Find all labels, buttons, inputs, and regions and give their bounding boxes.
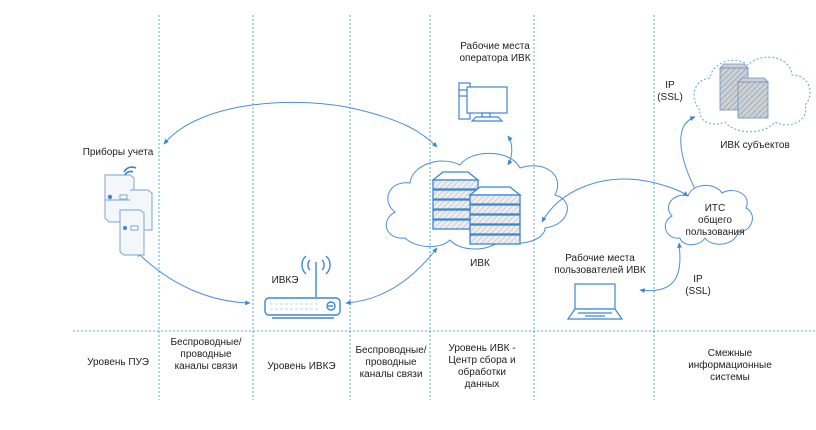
- ivk-subjects-servers-icon: [719, 63, 769, 119]
- link-its-subjects: [680, 116, 698, 194]
- ivk-subjects-label: ИВК субъектов: [720, 140, 790, 151]
- level-channels-1: Беспроводные/ проводные каналы связи: [170, 337, 242, 372]
- user-workstations-label: Рабочие места пользователей ИВК: [554, 253, 646, 276]
- router-icon: [264, 255, 341, 319]
- link-its-users: [639, 242, 682, 293]
- ivk-cloud: [385, 152, 568, 250]
- ivk-subjects-cloud: [693, 56, 811, 133]
- level-ivk: Уровень ИВК - Центр сбора и обработки да…: [448, 343, 516, 390]
- link-ivke-ivk: [345, 247, 438, 306]
- server-icon-2: [468, 186, 522, 245]
- ivke-label: ИВКЭ: [271, 275, 299, 286]
- its-label: ИТС общего пользования: [685, 203, 745, 238]
- link-meters-ivk: [163, 101, 438, 148]
- link-meters-ivke: [136, 251, 251, 306]
- wifi-icon: [123, 166, 137, 176]
- operator-workstations-label: Рабочие места оператора ИВК: [459, 41, 531, 64]
- level-channels-2: Беспроводные/ проводные каналы связи: [355, 345, 427, 380]
- server-icon-1: [431, 171, 480, 230]
- ivk-label: ИВК: [470, 258, 490, 269]
- level-ivke: Уровень ИВКЭ: [267, 361, 336, 372]
- level-adjacent-systems: Смежные информационные системы: [688, 348, 772, 383]
- ip-ssl-label-top: IP (SSL): [657, 80, 683, 103]
- link-ivk-its: [541, 178, 689, 223]
- laptop-icon: [566, 283, 624, 320]
- level-pue: Уровень ПУЭ: [87, 357, 149, 368]
- meters-label: Приборы учета: [82, 147, 154, 158]
- link-operator-ivk: [507, 135, 513, 166]
- meters-icon: [104, 174, 153, 256]
- ip-ssl-label-bottom: IP (SSL): [685, 274, 711, 297]
- its-cloud: [664, 185, 753, 246]
- desktop-pc-icon: [458, 82, 508, 122]
- connections: [136, 101, 698, 306]
